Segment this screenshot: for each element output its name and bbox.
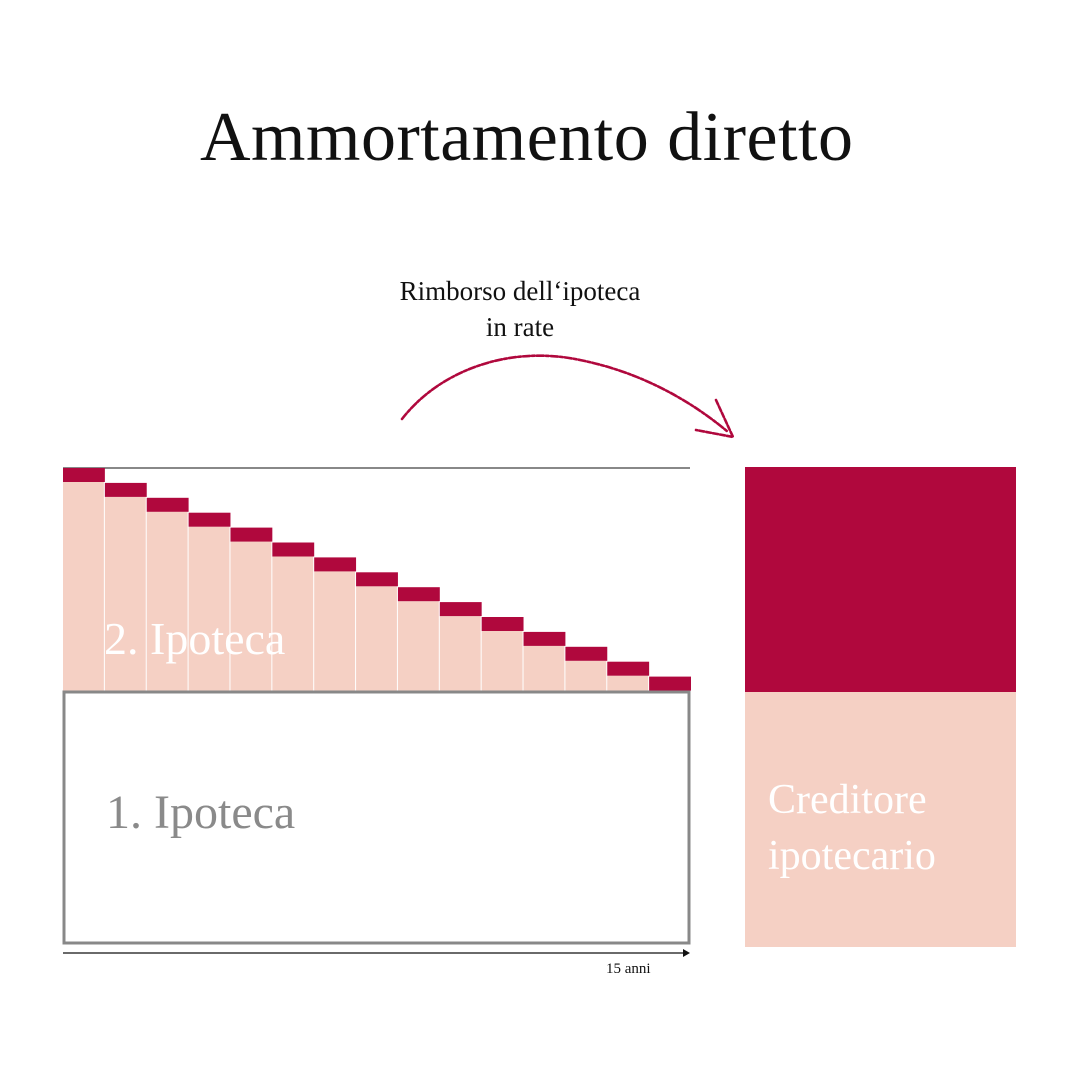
repayment-caption: Rimborso dell‘ipoteca in rate [360,273,680,345]
time-axis-arrowhead [683,949,690,957]
second-mortgage-steps [63,468,691,691]
remaining-balance-bar [397,601,439,691]
remaining-balance-bar [356,586,397,691]
installment-block [230,527,273,542]
installment-block [523,631,566,646]
page-title: Ammortamento diretto [200,99,854,176]
creditor-label-line-1: Creditore [768,777,927,823]
installment-block [439,602,482,617]
remaining-balance-bar [607,675,649,691]
second-mortgage-label: 2. Ipoteca [104,613,286,664]
installment-block [565,646,608,661]
remaining-balance-bar [565,660,607,691]
remaining-balance-bar [523,645,565,691]
creditor-label-line-2: ipotecario [768,833,936,879]
remaining-balance-bar [230,541,272,691]
installment-block [397,587,440,602]
caption-line-1: Rimborso dell‘ipoteca [399,276,641,306]
caption-line-2: in rate [485,312,555,342]
repayment-arrow-curve [400,354,730,434]
remaining-balance-bar [146,511,188,691]
remaining-balance-bar [104,496,146,691]
time-axis-label: 15 anni [606,961,651,977]
remaining-balance-bar [63,482,104,691]
first-mortgage-box [62,690,691,945]
creditor-label: Creditore ipotecario [768,772,936,884]
installment-block [63,468,105,482]
installment-block [314,557,357,572]
installment-block [607,661,650,676]
first-mortgage-label: 1. Ipoteca [106,786,296,839]
installment-block [649,676,691,691]
creditor-block [745,692,1016,947]
remaining-balance-bar [314,571,356,691]
installment-block [481,617,524,631]
installment-block [188,512,231,527]
remaining-balance-bar [188,526,230,691]
installment-block [356,572,398,587]
installment-block [146,497,189,512]
installment-block [104,482,147,497]
remaining-balance-bar [439,616,481,691]
creditor-received-block [745,467,1016,692]
repayment-arrow-head [694,398,735,439]
installment-block [272,542,315,557]
remaining-balance-bar [481,631,523,691]
remaining-balance-bar [272,556,314,691]
